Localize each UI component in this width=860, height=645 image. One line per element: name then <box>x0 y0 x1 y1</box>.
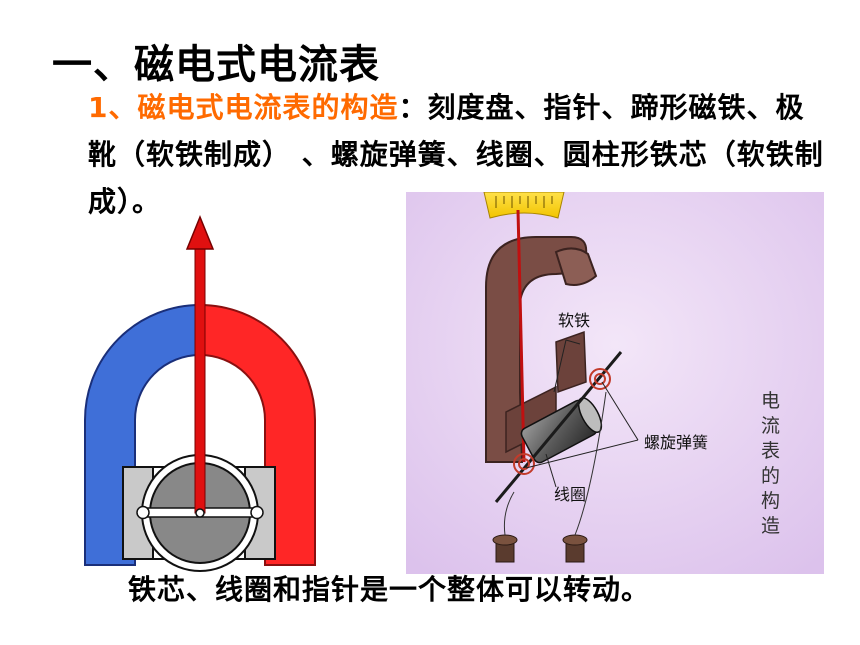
vertical-title: 电 流 表 的 构 造 <box>761 390 780 537</box>
horseshoe-magnet <box>485 236 588 463</box>
slide-caption: 铁芯、线圈和指针是一个整体可以转动。 <box>128 573 651 606</box>
meter-schematic-diagram <box>84 215 316 572</box>
vertical-title-char: 构 <box>761 490 780 512</box>
vertical-title-char: 造 <box>761 515 780 537</box>
dial-ticks <box>495 196 553 208</box>
photo-axle <box>494 351 623 503</box>
label-soft-iron: 软铁 <box>558 311 590 330</box>
coil-end-left <box>136 505 150 520</box>
intro-body: ：刻度盘、指针、蹄形磁铁、极靴（软铁制成） 、螺旋弹簧、线圈、圆柱形铁芯（软铁制… <box>88 91 824 218</box>
spiral-spring-bottom <box>513 453 535 475</box>
callout-lines <box>525 339 639 488</box>
photo-background <box>406 192 824 574</box>
intro-paragraph: 1、磁电式电流表的构造：刻度盘、指针、蹄形磁铁、极靴（软铁制成） 、螺旋弹簧、线… <box>88 84 828 225</box>
coil-end-right <box>250 505 264 520</box>
spiral-spring-top <box>589 368 611 390</box>
terminal-right <box>562 534 588 563</box>
pointer-arrowhead <box>185 215 215 250</box>
vertical-title-char: 的 <box>761 465 780 487</box>
meter-structure-photo: 软铁 螺旋弹簧 线圈 电 流 表 的 构 造 <box>406 192 824 574</box>
slide-heading: 一、磁电式电流表 <box>52 42 380 88</box>
pointer-shaft <box>194 246 206 514</box>
label-coil: 线圈 <box>554 485 586 504</box>
label-spiral-spring: 螺旋弹簧 <box>644 433 708 452</box>
vertical-title-char: 表 <box>761 440 780 462</box>
intro-prefix: 1、磁电式电流表的构造 <box>88 91 399 124</box>
magnet-arm-top <box>554 247 598 286</box>
pointer-pivot <box>195 508 205 518</box>
photo-pointer <box>516 209 526 463</box>
terminal-left <box>492 534 518 563</box>
vertical-title-char: 电 <box>761 390 780 412</box>
lead-wires <box>503 391 607 536</box>
vertical-title-char: 流 <box>761 415 780 437</box>
